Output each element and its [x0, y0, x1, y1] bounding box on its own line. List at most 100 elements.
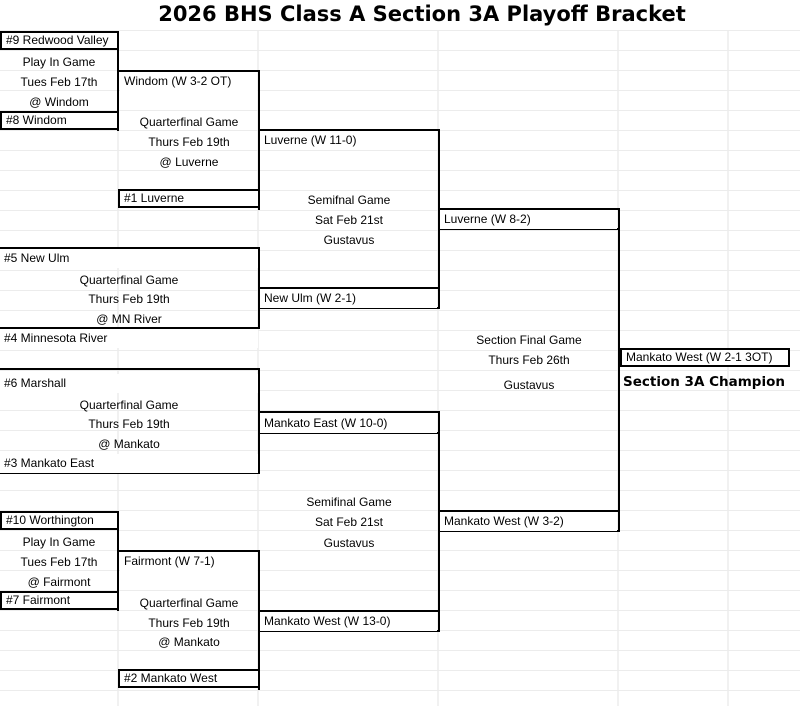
- result-qf4: Mankato West (W 13-0): [260, 612, 437, 631]
- game-info-line: Play In Game: [22, 55, 96, 69]
- bracket-connector: [118, 70, 260, 72]
- bracket-connector: [258, 411, 440, 413]
- game-info-line: Quarterfinal Game: [139, 596, 239, 610]
- game-info-line: Gustavus: [323, 536, 375, 550]
- bracket-connector: [0, 327, 260, 329]
- bracket-connector: [258, 610, 440, 612]
- game-info-line: @ Mankato: [158, 635, 220, 649]
- game-info-qf2: @ MN River: [0, 310, 258, 328]
- bracket-connector: [258, 630, 440, 632]
- game-info-qf2: Quarterfinal Game: [0, 271, 258, 289]
- game-info-qf1: @ Luverne: [118, 153, 260, 171]
- game-info-sf-bottom: Semifinal Game: [258, 493, 440, 511]
- game-info-final: Thurs Feb 26th: [438, 351, 620, 369]
- game-info-qf3: Quarterfinal Game: [0, 396, 258, 414]
- game-info-playin-bottom: @ Fairmont: [0, 573, 118, 591]
- game-info-line: Thurs Feb 26th: [488, 353, 570, 367]
- game-info-line: Tues Feb 17th: [20, 555, 98, 569]
- game-info-line: @ Fairmont: [27, 575, 91, 589]
- game-info-line: Thurs Feb 19th: [88, 417, 170, 431]
- bracket-connector: [258, 70, 260, 210]
- game-info-sf-top: Gustavus: [258, 231, 440, 249]
- result-sf-bottom: Mankato West (W 3-2): [440, 512, 617, 531]
- game-info-playin-top: @ Windom: [0, 93, 118, 111]
- team-seed4: #4 Minnesota River: [0, 329, 258, 348]
- result-qf1: Luverne (W 11-0): [260, 131, 437, 150]
- team-seed9: #9 Redwood Valley: [0, 31, 119, 50]
- game-info-qf3: @ Mankato: [0, 435, 258, 453]
- bracket-connector: [118, 550, 260, 552]
- team-seed1: #1 Luverne: [118, 189, 260, 208]
- game-info-qf4: Quarterfinal Game: [118, 594, 260, 612]
- game-info-sf-top: Semifnal Game: [258, 191, 440, 209]
- game-info-qf1: Thurs Feb 19th: [118, 133, 260, 151]
- game-info-line: Sat Feb 21st: [314, 213, 384, 227]
- bracket-connector: [258, 550, 260, 690]
- game-info-sf-top: Sat Feb 21st: [258, 211, 440, 229]
- game-info-line: Section Final Game: [476, 333, 582, 347]
- result-playin-top: Windom (W 3-2 OT): [120, 72, 257, 91]
- game-info-line: @ MN River: [96, 312, 162, 326]
- team-seed7: #7 Fairmont: [0, 591, 119, 610]
- page-title: 2026 BHS Class A Section 3A Playoff Brac…: [158, 2, 686, 26]
- game-info-line: Quarterfinal Game: [139, 115, 239, 129]
- bracket-connector: [258, 432, 440, 434]
- game-info-line: Thurs Feb 19th: [148, 135, 230, 149]
- game-info-line: Semifnal Game: [307, 193, 391, 207]
- game-info-sf-bottom: Gustavus: [258, 534, 440, 552]
- game-info-line: @ Windom: [29, 95, 89, 109]
- bracket-connector: [438, 530, 620, 532]
- team-seed5: #5 New Ulm: [0, 249, 258, 268]
- game-info-sf-bottom: Sat Feb 21st: [258, 513, 440, 531]
- game-info-final: Section Final Game: [438, 331, 620, 349]
- team-seed3: #3 Mankato East: [0, 454, 258, 473]
- bracket-connector: [258, 368, 260, 474]
- bracket-connector: [438, 228, 620, 230]
- game-info-line: Sat Feb 21st: [314, 515, 384, 529]
- game-info-line: Gustavus: [503, 378, 555, 392]
- game-info-playin-bottom: Play In Game: [0, 533, 118, 551]
- game-info-playin-bottom: Tues Feb 17th: [0, 553, 118, 571]
- game-info-line: @ Mankato: [98, 437, 160, 451]
- game-info-playin-top: Play In Game: [0, 53, 118, 71]
- bracket-connector: [258, 129, 440, 131]
- bracket-connector: [438, 411, 440, 631]
- result-final: Mankato West (W 2-1 3OT): [620, 348, 790, 367]
- bracket-connector: [618, 208, 620, 532]
- game-info-qf4: Thurs Feb 19th: [118, 614, 260, 632]
- result-qf3: Mankato East (W 10-0): [260, 414, 437, 433]
- result-qf2: New Ulm (W 2-1): [260, 289, 437, 308]
- bracket-connector: [0, 368, 260, 370]
- bracket-connector: [0, 247, 260, 249]
- game-info-line: Thurs Feb 19th: [88, 292, 170, 306]
- game-info-qf4: @ Mankato: [118, 633, 260, 651]
- team-seed2: #2 Mankato West: [118, 669, 260, 688]
- game-info-playin-top: Tues Feb 17th: [0, 73, 118, 91]
- game-info-line: Gustavus: [323, 233, 375, 247]
- team-seed8: #8 Windom: [0, 111, 119, 130]
- team-seed6: #6 Marshall: [0, 374, 258, 393]
- bracket-connector: [0, 472, 260, 474]
- bracket-connector: [258, 307, 440, 309]
- champion-label: Section 3A Champion: [623, 374, 785, 390]
- game-info-line: Quarterfinal Game: [79, 273, 179, 287]
- game-info-qf3: Thurs Feb 19th: [0, 415, 258, 433]
- bracket-connector: [438, 510, 620, 512]
- game-info-line: Quarterfinal Game: [79, 398, 179, 412]
- game-info-line: @ Luverne: [159, 155, 219, 169]
- result-playin-bottom: Fairmont (W 7-1): [120, 552, 257, 571]
- bracket-connector: [258, 287, 440, 289]
- bracket-connector: [438, 129, 440, 309]
- game-info-line: Semifinal Game: [306, 495, 392, 509]
- result-sf-top: Luverne (W 8-2): [440, 210, 617, 229]
- game-info-line: Thurs Feb 19th: [148, 616, 230, 630]
- game-info-qf2: Thurs Feb 19th: [0, 290, 258, 308]
- bracket-connector: [438, 208, 620, 210]
- bracket-connector: [117, 511, 119, 611]
- game-info-line: Tues Feb 17th: [20, 75, 98, 89]
- bracket-connector: [117, 31, 119, 131]
- game-info-line: Play In Game: [22, 535, 96, 549]
- game-info-qf1: Quarterfinal Game: [118, 113, 260, 131]
- game-info-final: Gustavus: [438, 376, 620, 394]
